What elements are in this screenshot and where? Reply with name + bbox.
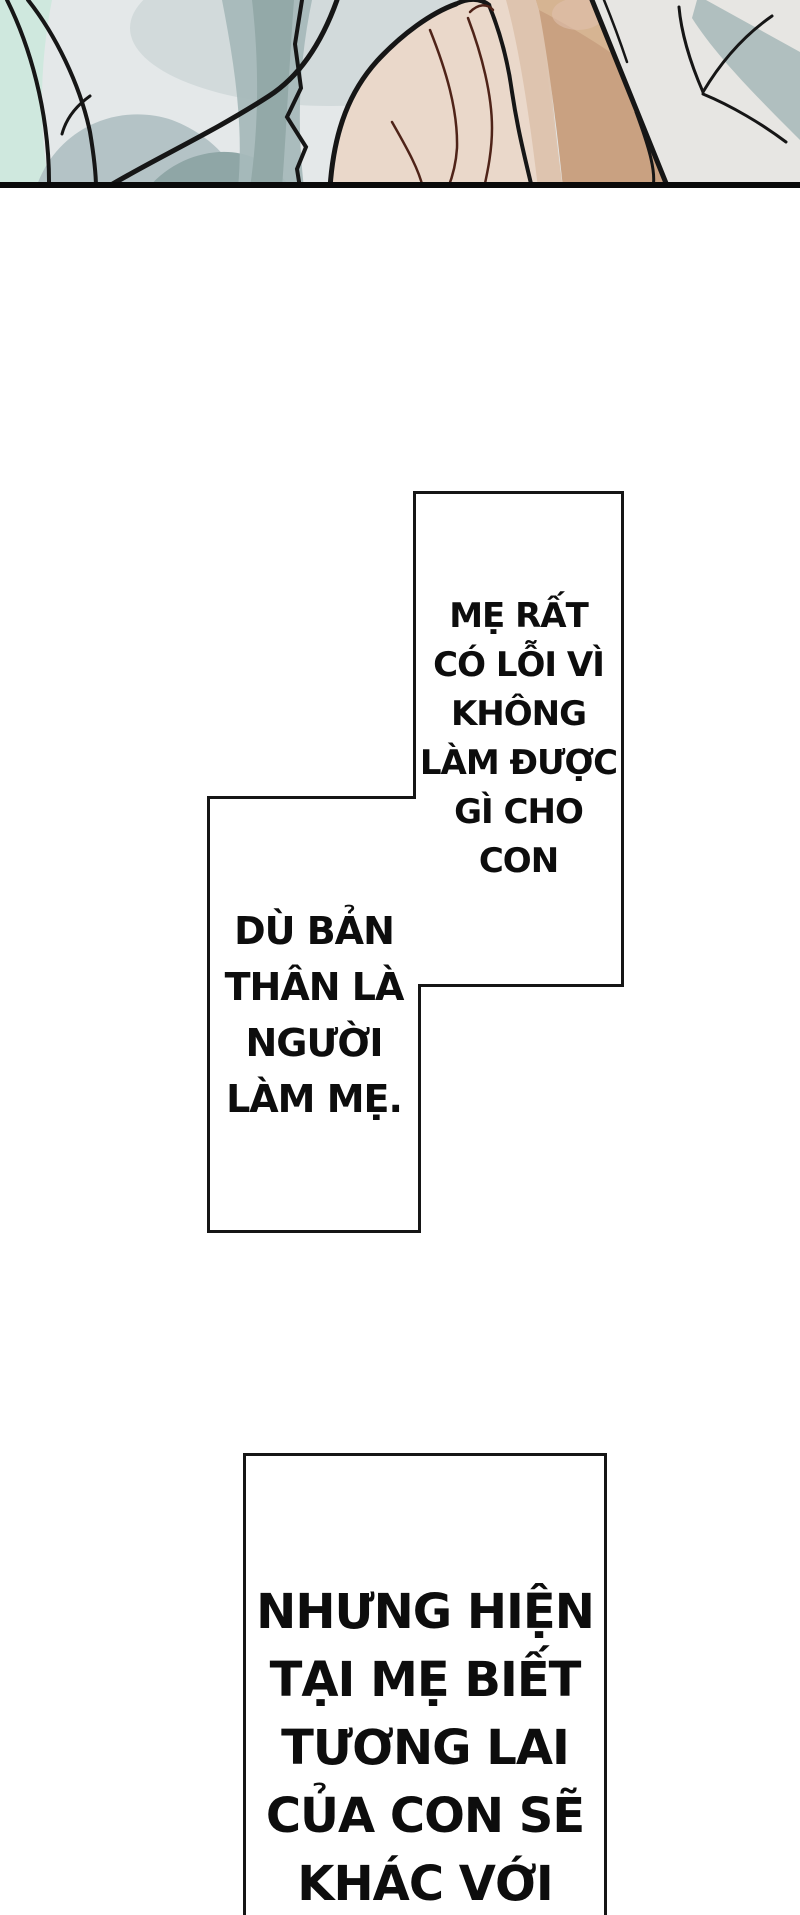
speech-text-middle-left: DÙ BẢN THÂN LÀ NGƯỜI LÀM MẸ.	[207, 796, 421, 1233]
text-line: NGƯỜI	[245, 1020, 383, 1065]
text-line: GÌ CHO	[454, 792, 584, 832]
mint-background	[0, 0, 52, 188]
panel-bottom-border	[0, 182, 800, 188]
artwork-panel	[0, 0, 800, 188]
text-line: CON	[478, 841, 559, 881]
hand-shading	[506, 0, 563, 188]
sleeve-shading	[692, 0, 800, 140]
text-line: MẸ RẤT	[449, 596, 589, 636]
text-line: LÀM ĐƯỢC	[419, 743, 618, 783]
speech-text-upper-right: MẸ RẤT CÓ LỖI VÌ KHÔNG LÀM ĐƯỢC GÌ CHO CON	[413, 491, 624, 987]
speech-bubble-upper-right	[413, 491, 624, 987]
text-line: THÂN LÀ	[224, 964, 405, 1009]
text-line: LÀM MẸ.	[226, 1076, 403, 1121]
text-line: DÙ BẢN	[234, 908, 395, 953]
text-line: TƯƠNG LAI	[281, 1720, 570, 1776]
artwork-illustration	[0, 0, 800, 188]
text-line: TẠI MẸ BIẾT	[269, 1652, 582, 1708]
text-line: NHƯNG HIỆN	[256, 1584, 595, 1640]
speech-bubble-middle-left-fill	[210, 799, 418, 1230]
text-line: KHÁC VỚI	[297, 1856, 553, 1912]
text-line: CỦA CON SẼ	[265, 1788, 585, 1844]
chest-shadow	[536, 0, 668, 188]
skin-blush	[552, 0, 604, 30]
speech-bubble-bottom: NHƯNG HIỆN TẠI MẸ BIẾT TƯƠNG LAI CỦA CON SẼ…	[243, 1453, 607, 1915]
text-line: KHÔNG	[450, 694, 587, 734]
text-line: CÓ LỖI VÌ	[433, 645, 605, 685]
speech-bubble-upper-right-fill	[416, 494, 621, 984]
speech-bubble-middle-left	[207, 796, 421, 1233]
line-art	[5, 0, 788, 188]
speech-text-bottom: NHƯNG HIỆN TẠI MẸ BIẾT TƯƠNG LAI CỦA CON SẼ…	[246, 1456, 604, 1915]
